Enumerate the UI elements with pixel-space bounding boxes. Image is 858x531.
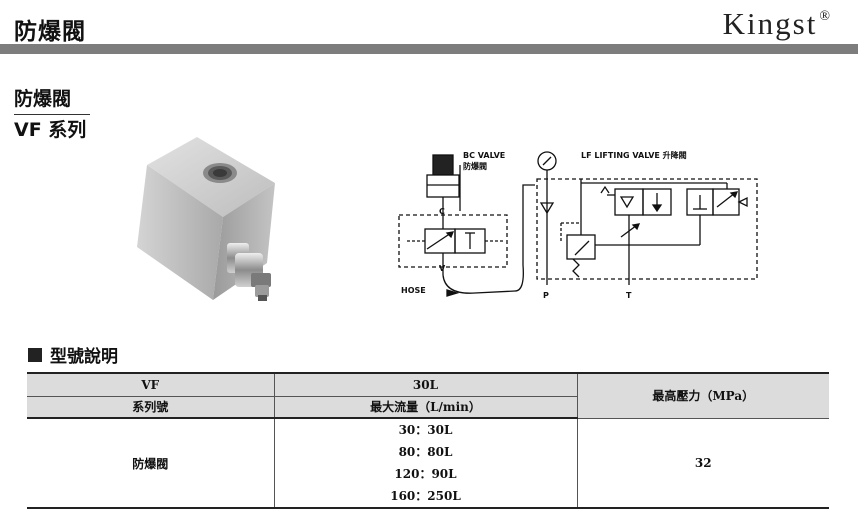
series-name: VF 系列	[14, 119, 87, 141]
row-max-pressure: 32	[576, 418, 829, 509]
header-divider	[0, 44, 858, 54]
registered-mark: ®	[819, 9, 832, 24]
bc-valve-label: BC VALVE	[463, 151, 505, 160]
header-max-pressure: 最高壓力（MPa）	[576, 372, 829, 419]
flow-option: 120：90L	[394, 467, 457, 481]
row-product-name: 防爆閥	[27, 418, 274, 509]
row-flow-options: 30：30L 80：80L 120：90L 160：250L	[273, 418, 577, 509]
hydraulic-circuit-diagram: BC VALVE 防爆閥 LF LIFTING VALVE 升降閥 C V HO…	[398, 150, 758, 300]
port-c-label: C	[439, 207, 445, 216]
flow-option: 80：80L	[398, 445, 453, 459]
header-max-flow: 最大流量（L/min）	[273, 396, 577, 419]
brand-name: Kingst	[722, 6, 818, 41]
section-title: 型號說明	[50, 347, 118, 367]
bullet-square-icon	[28, 347, 42, 362]
lf-valve-label: LF LIFTING VALVE 升降閥	[581, 150, 687, 160]
hose-label: HOSE	[401, 286, 426, 295]
header-series-code: VF	[27, 372, 274, 397]
header-series-number: 系列號	[27, 396, 274, 419]
flow-option: 160：250L	[390, 489, 461, 503]
product-name: 防爆閥	[14, 84, 90, 115]
flow-option: 30：30L	[398, 423, 453, 437]
table-row: 防爆閥 30：30L 80：80L 120：90L 160：250L 32	[27, 418, 829, 509]
model-spec-table: VF 30L 最高壓力（MPa） 系列號 最大流量（L/min） 防爆閥 30：…	[27, 372, 829, 509]
port-v-label: V	[439, 264, 446, 273]
section-heading: 型號說明	[28, 342, 118, 367]
table-subheader-row: 系列號 最大流量（L/min）	[27, 396, 829, 419]
port-p-label: P	[543, 291, 549, 300]
page-title: 防爆閥	[14, 19, 86, 45]
bc-valve-cn-label: 防爆閥	[463, 161, 487, 171]
header-flow-code: 30L	[273, 372, 577, 397]
port-t-label: T	[626, 291, 632, 300]
table-header-row: VF 30L 最高壓力（MPa）	[27, 372, 829, 419]
product-photo	[137, 137, 275, 301]
brand-logo: Kingst®	[723, 6, 832, 42]
